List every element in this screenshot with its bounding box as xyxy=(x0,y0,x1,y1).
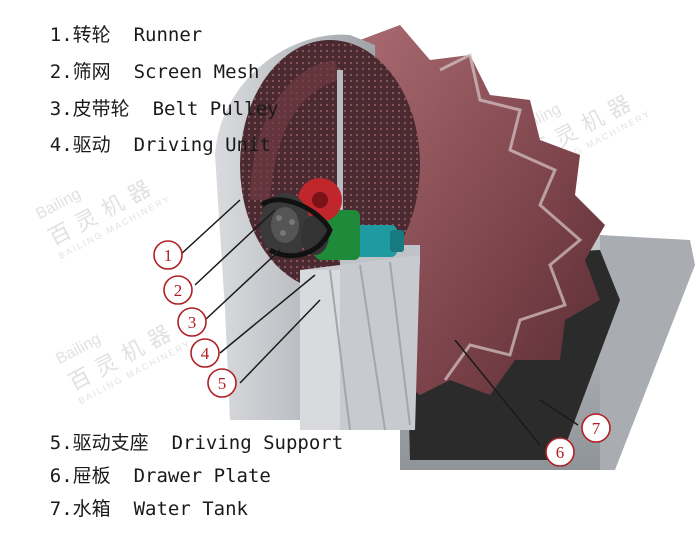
legend-en: Screen Mesh xyxy=(133,61,260,83)
callout-5: 5 xyxy=(207,368,237,398)
legend-en: Driving Support xyxy=(171,432,344,454)
driving-unit xyxy=(260,178,420,431)
callout-number: 2 xyxy=(174,281,183,300)
callout-6: 6 xyxy=(545,437,575,467)
callout-circle xyxy=(163,275,193,305)
legend-item-driving-support: 5.驱动支座 Driving Support xyxy=(4,410,343,476)
legend-cn: 屉板 xyxy=(72,465,111,487)
callout-circle xyxy=(190,338,220,368)
leader-line xyxy=(219,274,316,354)
callout-1: 1 xyxy=(153,240,183,270)
motor xyxy=(355,225,397,257)
callout-number: 5 xyxy=(218,374,227,393)
legend-item-drawer-plate: 6.屉板 Drawer Plate xyxy=(4,443,271,509)
callout-number: 4 xyxy=(201,344,210,363)
legend-en: Runner xyxy=(133,24,203,46)
callout-number: 1 xyxy=(164,246,173,265)
legend-cn: 水箱 xyxy=(72,498,111,520)
legend-en: Driving Unit xyxy=(133,134,271,156)
leader-line xyxy=(179,199,241,256)
legend-num: 6. xyxy=(49,465,73,487)
legend-num: 3. xyxy=(49,98,73,120)
leader-line xyxy=(539,399,579,426)
callout-circle xyxy=(207,368,237,398)
legend-num: 5. xyxy=(49,432,73,454)
callout-circle xyxy=(153,240,183,270)
legend-num: 4. xyxy=(49,134,73,156)
callout-number: 3 xyxy=(188,313,197,332)
legend-item-screen-mesh: 2.筛网 Screen Mesh xyxy=(4,39,260,105)
leader-line xyxy=(194,209,276,286)
legend-item-driving-unit: 4.驱动 Driving Unit xyxy=(4,112,271,178)
callout-circle xyxy=(177,307,207,337)
legend-cn: 皮带轮 xyxy=(72,98,130,120)
sand-washer-diagram: Bailing 百灵机器 BAILING MACHINERY Bailing 百… xyxy=(4,2,695,520)
legend-item-runner: 1.转轮 Runner xyxy=(4,2,202,68)
water-tank-side xyxy=(600,235,695,470)
legend-en: Belt Pulley xyxy=(152,98,279,120)
legend-en: Drawer Plate xyxy=(133,465,271,487)
legend-en: Water Tank xyxy=(133,498,248,520)
legend-cn: 驱动 xyxy=(72,134,111,156)
callout-4: 4 xyxy=(190,338,220,368)
callout-7: 7 xyxy=(581,413,611,443)
legend-num: 1. xyxy=(49,24,73,46)
callout-3: 3 xyxy=(177,307,207,337)
legend-item-water-tank: 7.水箱 Water Tank xyxy=(4,476,248,542)
callout-circle xyxy=(581,413,611,443)
legend-cn: 驱动支座 xyxy=(72,432,149,454)
legend-item-belt-pulley: 3.皮带轮 Belt Pulley xyxy=(4,76,279,142)
leader-line xyxy=(239,299,321,384)
callout-number: 6 xyxy=(556,443,565,462)
machine-illustration xyxy=(215,25,695,470)
legend-num: 2. xyxy=(49,61,73,83)
callout-2: 2 xyxy=(163,275,193,305)
leader-line xyxy=(204,249,281,321)
legend-cn: 转轮 xyxy=(72,24,111,46)
legend-num: 7. xyxy=(49,498,73,520)
callout-number: 7 xyxy=(592,419,601,438)
leader-line xyxy=(454,339,541,446)
legend-cn: 筛网 xyxy=(72,61,111,83)
runner-wheel xyxy=(360,25,605,395)
callout-circle xyxy=(545,437,575,467)
